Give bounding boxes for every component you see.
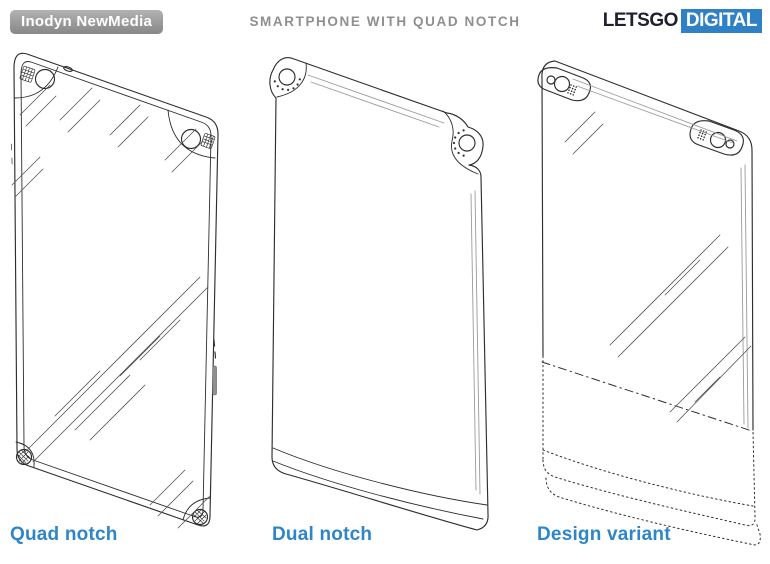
screen-reflections <box>307 74 481 495</box>
quad-notch-phone-drawing <box>11 52 219 529</box>
speaker-grille-icon <box>200 133 216 149</box>
page-title: SMARTPHONE WITH QUAD NOTCH <box>249 14 521 29</box>
screen-reflections <box>572 78 749 429</box>
figure-label-quad-notch: Quad notch <box>10 524 118 545</box>
inodyn-badge: Inodyn NewMedia <box>10 10 164 34</box>
camera-icon <box>725 139 735 149</box>
camera-icon <box>709 131 727 149</box>
earpiece-icon <box>63 66 73 72</box>
screen-reflections <box>11 84 211 529</box>
logo-text-digital: DIGITAL <box>680 9 762 33</box>
camera-icon <box>180 128 202 150</box>
dual-camera-module <box>537 67 592 102</box>
section-line <box>541 361 753 432</box>
figure-label-dual-notch: Dual notch <box>272 524 373 545</box>
figure-label-design-variant: Design variant <box>537 524 671 545</box>
phone-outline <box>541 60 754 431</box>
figure-dual-notch <box>250 46 500 556</box>
figure-quad-notch <box>0 46 245 556</box>
phone-outline <box>13 52 219 527</box>
logo-text-letsgo: LETSGO <box>602 10 679 31</box>
figure-design-variant <box>515 40 770 560</box>
speaker-dots-icon <box>567 84 577 96</box>
design-variant-phone-drawing <box>537 60 761 546</box>
screen-outline <box>20 61 212 518</box>
dual-notch-phone-drawing <box>269 57 489 531</box>
volume-button <box>213 339 217 359</box>
speaker-icon <box>191 508 209 526</box>
speaker-icon <box>15 448 33 466</box>
speaker-dots-icon <box>697 129 707 141</box>
camera-icon <box>458 134 476 152</box>
camera-icon <box>278 68 296 86</box>
chin-lines <box>272 447 488 506</box>
power-button <box>212 365 217 396</box>
speaker-dots-icon <box>452 129 465 157</box>
camera-icon <box>546 75 556 85</box>
camera-icon <box>553 75 571 93</box>
camera-icon <box>34 68 56 90</box>
phone-outline <box>269 57 489 531</box>
speaker-grille-icon <box>19 65 36 83</box>
speaker-dots-icon <box>273 78 301 91</box>
letsgo-digital-logo: LETSGO DIGITAL <box>603 9 762 33</box>
